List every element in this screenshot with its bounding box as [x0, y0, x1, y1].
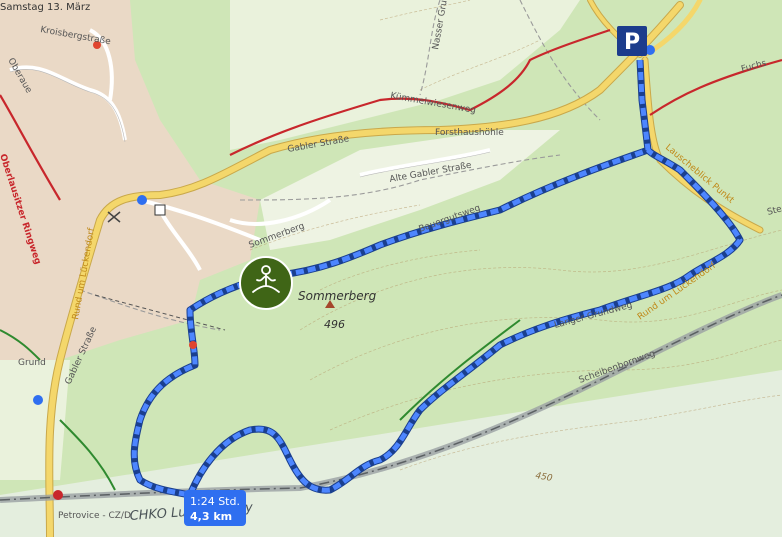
label-peak-elevation: 496: [324, 318, 345, 331]
hiking-route-dashes: [131, 59, 743, 498]
power-line: [94, 294, 226, 331]
meadow-area: [260, 130, 560, 250]
sight-icon: [93, 41, 101, 49]
poi-marker[interactable]: [239, 256, 293, 310]
peak-triangle-icon: [325, 300, 335, 308]
bus-stop-icon: [33, 395, 43, 405]
label-ste: Ste: [766, 204, 782, 218]
national-border-line: [0, 294, 782, 501]
header-date: Samstag 13. März: [0, 2, 90, 13]
meditation-icon: [252, 265, 280, 293]
label-forsthaushohle: Forsthaushöhle: [435, 128, 504, 138]
crossing-icon: [107, 211, 121, 223]
route-distance: 4,3 km: [190, 510, 232, 523]
red-trails: [0, 28, 782, 201]
route-info-badge[interactable]: 1:24 Std. 4,3 km: [184, 490, 246, 526]
meadow-area: [230, 0, 580, 150]
minor-roads-outline: [9, 68, 491, 178]
contour-lines: [249, 0, 782, 471]
label-contour-450: 450: [534, 471, 553, 484]
sight-icon: [189, 341, 197, 349]
parking-marker[interactable]: P: [617, 26, 647, 56]
label-petrovice: Petrovice - CZ/D: [58, 511, 131, 521]
bus-stop-icon: [645, 45, 655, 55]
bus-stop-icon: [137, 195, 147, 205]
border-crossing-icon: [53, 490, 63, 500]
label-grund: Grund: [18, 358, 46, 368]
green-trails: [0, 319, 521, 491]
route-duration: 1:24 Std.: [190, 495, 240, 508]
minor-roads: [9, 28, 491, 271]
footpaths: [79, 0, 601, 331]
parking-icon: P: [624, 30, 640, 55]
building-icon: [154, 204, 166, 216]
settlement-area: [0, 0, 260, 360]
label-sommerberg-peak: Sommerberg: [298, 289, 377, 303]
